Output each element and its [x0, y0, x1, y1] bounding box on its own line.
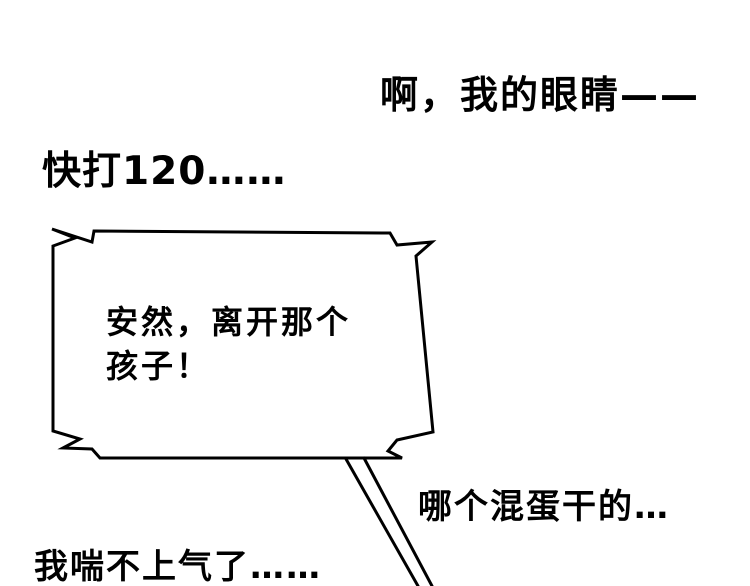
speech-bubble-text: 安然，离开那个 孩子！	[106, 300, 406, 388]
caption-who-did-it: 哪个混蛋干的…	[418, 487, 670, 527]
caption-call-120: 快打120……	[42, 149, 287, 194]
speech-bubble-outline	[51, 227, 437, 460]
caption-cant-breathe: 我喘不上气了……	[34, 547, 322, 586]
speech-bubble-tail-right	[362, 456, 434, 586]
speech-bubble-line-1: 安然，离开那个	[106, 303, 352, 341]
caption-eyes: 啊，我的眼睛——	[380, 73, 701, 117]
speech-bubble-tail-left	[344, 457, 420, 586]
speech-bubble-line-2: 孩子！	[106, 347, 212, 385]
